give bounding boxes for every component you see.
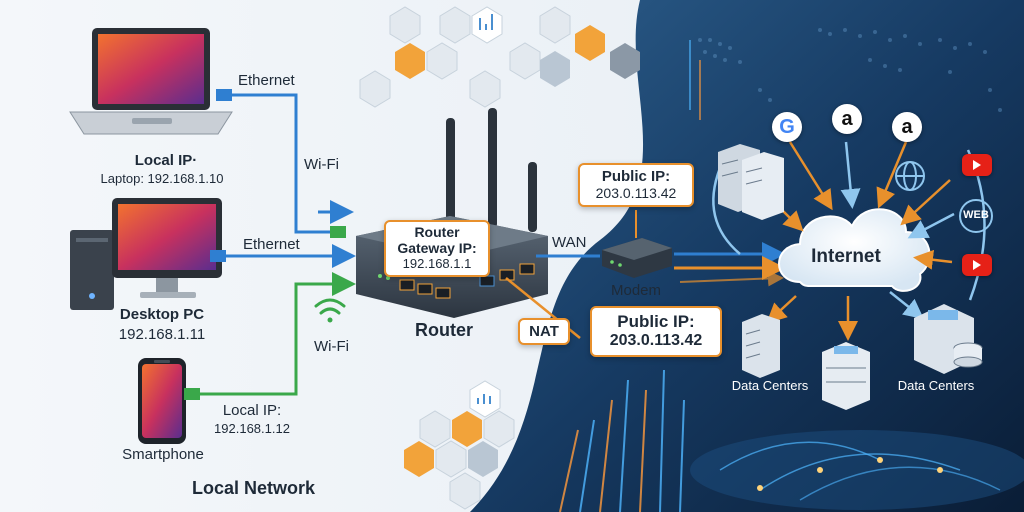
wan-label: WAN xyxy=(552,234,587,251)
data-center-icon-left xyxy=(742,314,780,378)
laptop-ip-heading: Local IP· xyxy=(134,152,198,169)
smartphone-label: Smartphone xyxy=(122,446,204,463)
laptop-icon xyxy=(69,28,233,135)
modem-label: Modem xyxy=(610,282,662,299)
data-streams xyxy=(559,40,701,512)
hexagon-decoration-top xyxy=(359,6,640,108)
wifi-cable-bottom xyxy=(192,272,356,396)
server-rack-icon xyxy=(718,144,784,220)
local-network-title: Local Network xyxy=(192,478,316,498)
phone-ip-value: 192.168.1.12 xyxy=(214,421,290,436)
modem-public-ip-title: Public IP: xyxy=(601,168,671,185)
nat-public-ip-callout: Public IP: 203.0.113.42 xyxy=(590,306,722,357)
data-centers-label-left: Data Centers xyxy=(731,378,809,393)
amazon-logo-icon: a xyxy=(892,112,922,142)
internet-label: Internet xyxy=(811,246,881,267)
modem-icon xyxy=(602,238,672,278)
internet-background xyxy=(470,0,1024,512)
youtube-logo-icon xyxy=(962,154,992,176)
ethernet-cable-top xyxy=(232,93,346,234)
laptop-ip-value: Laptop: 192.168.1.10 xyxy=(100,171,224,186)
google-logo-icon: G xyxy=(772,112,802,142)
modem-to-internet-orange-2 xyxy=(679,270,784,287)
amazon-logo-icon: a xyxy=(832,104,862,134)
nat-public-ip-value: 203.0.113.42 xyxy=(609,332,703,349)
web-globe-icon xyxy=(959,199,993,233)
ethernet-plug-icon xyxy=(210,250,226,262)
wifi-plug-icon xyxy=(184,388,200,400)
wifi-icon xyxy=(314,298,346,323)
wifi-label-bottom: Wi-Fi xyxy=(314,338,349,355)
router-callout-subtitle: Gateway IP: xyxy=(397,240,477,256)
modem-public-ip-callout: Public IP: 203.0.113.42 xyxy=(578,163,694,207)
web-badge: WEB xyxy=(963,209,989,221)
router-label: Router xyxy=(415,320,473,340)
router-gateway-ip: 192.168.1.1 xyxy=(402,256,472,271)
desktop-pc-label: Desktop PC xyxy=(119,306,205,323)
youtube-logo-icon xyxy=(962,254,992,276)
wifi-plug-icon xyxy=(330,226,346,238)
nat-label: NAT xyxy=(529,323,559,340)
desktop-pc-ip: 192.168.1.11 xyxy=(118,326,206,343)
modem-public-ip-value: 203.0.113.42 xyxy=(595,185,677,201)
router-gateway-callout: Router Gateway IP: 192.168.1.1 xyxy=(384,220,490,277)
smartphone-icon xyxy=(138,358,186,444)
data-centers-label-right: Data Centers xyxy=(897,378,975,393)
wifi-label-top: Wi-Fi xyxy=(304,156,339,173)
ethernet-label-top: Ethernet xyxy=(238,72,295,89)
nat-badge: NAT xyxy=(518,318,570,345)
globe-icon xyxy=(895,161,925,191)
desktop-pc-icon xyxy=(70,198,222,310)
phone-ip-heading: Local IP: xyxy=(222,402,282,419)
router-callout-title: Router xyxy=(414,224,460,240)
data-center-icon-right xyxy=(914,304,983,374)
ethernet-plug-icon xyxy=(216,89,232,101)
data-center-icon-center xyxy=(822,342,870,410)
ethernet-label-middle: Ethernet xyxy=(243,236,300,253)
hexagon-decoration-bottom xyxy=(404,380,515,510)
city-lights xyxy=(690,430,1024,510)
world-map xyxy=(698,28,1002,112)
nat-public-ip-title: Public IP: xyxy=(617,312,695,331)
